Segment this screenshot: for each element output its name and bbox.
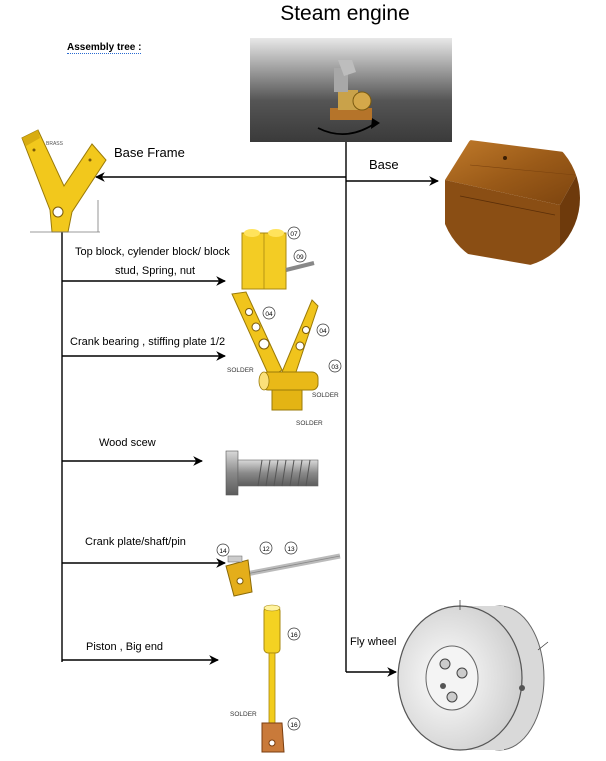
wood-screw-label: Wood scew	[99, 437, 156, 449]
crank-plate-label: Crank plate/shaft/pin	[85, 536, 186, 548]
callout-04a: 04	[265, 311, 273, 318]
solder-label-4: SOLDER	[230, 711, 257, 718]
crank-bearing-image: 04 04 03 SOLDER SOLDER SOLDER	[227, 291, 342, 427]
base-frame-label: Base Frame	[114, 145, 185, 160]
top-block-image: 07 09	[241, 226, 315, 290]
callout-09: 09	[296, 254, 304, 261]
steam-engine-image	[250, 38, 452, 142]
crank-bearing-label: Crank bearing , stiffing plate 1/2	[70, 336, 226, 348]
piston-label: Piston , Big end	[86, 641, 164, 653]
brass-label: BRASS	[46, 141, 64, 147]
callout-12: 12	[262, 546, 270, 553]
base-label: Base	[369, 157, 399, 172]
callout-16a: 16	[290, 632, 298, 639]
piston-image: 16 16 SOLDER	[230, 604, 301, 753]
page-title: Steam engine	[280, 2, 410, 25]
callout-14: 14	[219, 548, 227, 555]
solder-label-3: SOLDER	[296, 420, 323, 427]
base-image	[440, 128, 580, 268]
fly-wheel-image	[397, 600, 549, 751]
assembly-tree-label: Assembly tree :	[67, 42, 142, 54]
callout-04b: 04	[319, 328, 327, 335]
callout-07: 07	[290, 231, 298, 238]
top-block-label: Top block, cylender block/ block stud, S…	[75, 246, 230, 277]
solder-label-2: SOLDER	[312, 392, 339, 399]
fly-wheel-label: Fly wheel	[350, 636, 397, 648]
wood-screw-image	[225, 450, 319, 496]
callout-13: 13	[287, 546, 295, 553]
base-frame-image: BRASS	[21, 129, 107, 233]
crank-plate-image: 14 12 13	[216, 541, 341, 597]
callout-16b: 16	[290, 722, 298, 729]
callout-03: 03	[331, 364, 339, 371]
solder-label-1: SOLDER	[227, 367, 254, 374]
connector-lines	[61, 138, 439, 677]
